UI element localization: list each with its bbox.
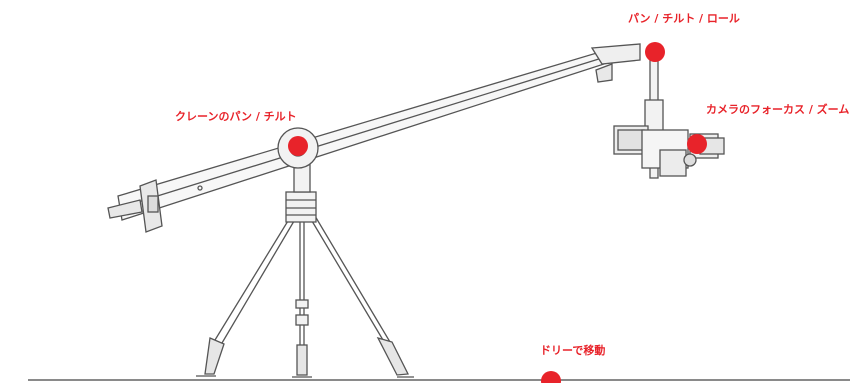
hotspot-dolly-dot[interactable] (541, 371, 561, 387)
label-pan-tilt-roll: パン / チルト / ロール (628, 12, 740, 25)
label-camera-focus-zoom: カメラのフォーカス / ズーム (706, 103, 850, 116)
crane-arm (107, 43, 641, 233)
hotspot-head-dot[interactable] (645, 42, 665, 62)
camera-rig (613, 47, 725, 179)
hotspot-camera-dot[interactable] (687, 134, 707, 154)
label-dolly-move: ドリーで移動 (540, 344, 606, 357)
hotspot-crane-dot[interactable] (288, 136, 308, 156)
label-crane-pan-tilt: クレーンのパン / チルト (175, 110, 297, 123)
tripod (196, 159, 414, 378)
